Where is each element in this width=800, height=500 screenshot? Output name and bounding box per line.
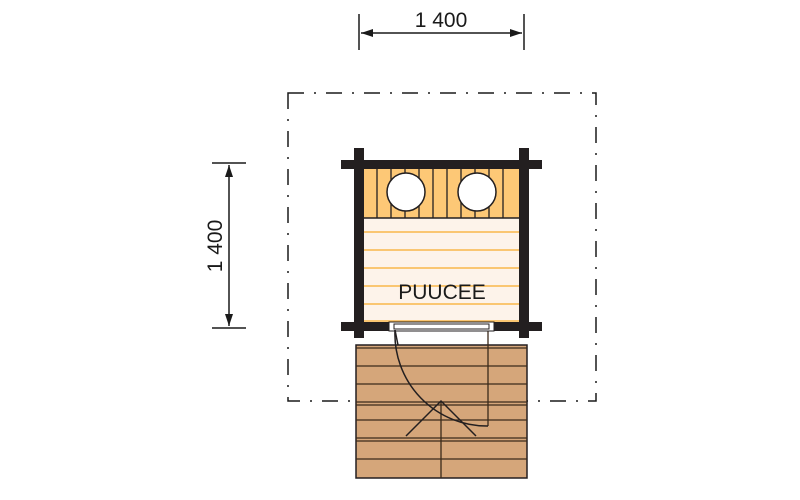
entry-arrow <box>405 399 477 437</box>
toilet-bench <box>363 168 520 219</box>
walls <box>341 148 542 338</box>
dimension-vertical: 1 400 <box>204 162 246 329</box>
room-floor <box>363 218 520 324</box>
dimension-horizontal: 1 400 <box>358 9 525 50</box>
toilet-hole-right <box>457 172 497 212</box>
dimension-vertical-label: 1 400 <box>204 220 227 273</box>
deck <box>355 330 528 479</box>
door <box>388 321 495 427</box>
dimension-horizontal-label: 1 400 <box>415 9 468 32</box>
room-label: PUUCEE <box>398 281 486 304</box>
door-swing-arc <box>394 329 489 427</box>
toilet-hole-left <box>386 172 426 212</box>
floor-boards <box>363 231 520 322</box>
